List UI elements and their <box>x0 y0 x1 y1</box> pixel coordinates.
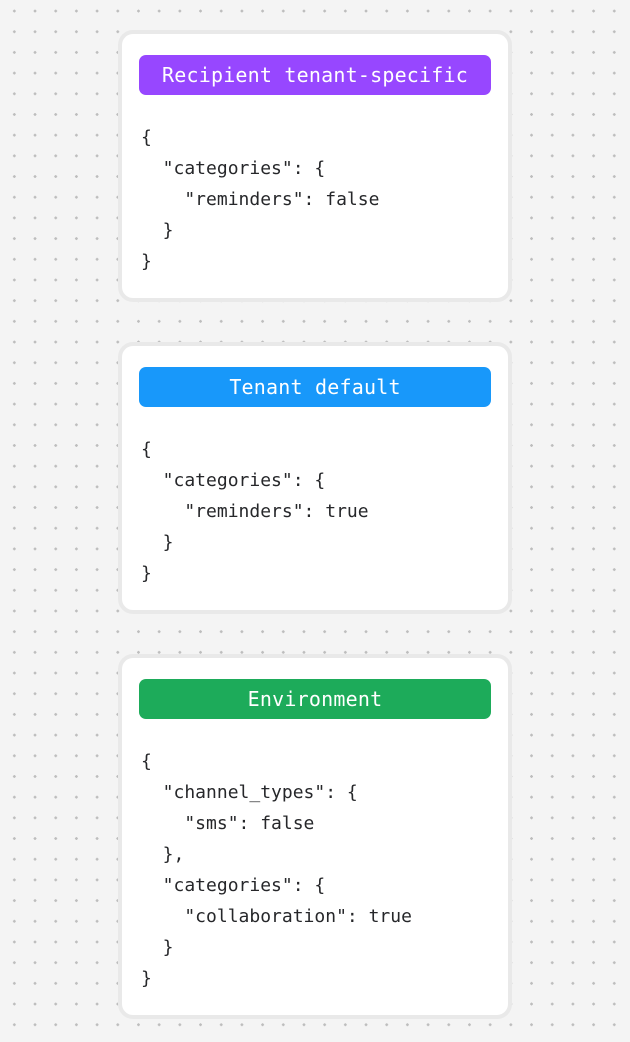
code-line: "categories": { <box>141 158 326 179</box>
json-code-block: { "categories": { "reminders": true } } <box>139 434 491 589</box>
code-line: } <box>141 532 174 553</box>
code-line: "reminders": true <box>141 501 369 522</box>
code-line: } <box>141 968 152 989</box>
badge-tenant-default: Tenant default <box>139 367 491 407</box>
code-line: "collaboration": true <box>141 906 412 927</box>
json-code-block: { "categories": { "reminders": false } } <box>139 122 491 277</box>
code-line: } <box>141 563 152 584</box>
card-recipient-tenant-specific: Recipient tenant-specific { "categories"… <box>118 30 512 302</box>
code-line: { <box>141 127 152 148</box>
card-tenant-default: Tenant default { "categories": { "remind… <box>118 342 512 614</box>
code-line: { <box>141 751 152 772</box>
json-code-block: { "channel_types": { "sms": false }, "ca… <box>139 746 491 994</box>
code-line: { <box>141 439 152 460</box>
badge-environment: Environment <box>139 679 491 719</box>
code-line: "sms": false <box>141 813 315 834</box>
code-line: } <box>141 220 174 241</box>
code-line: "channel_types": { <box>141 782 358 803</box>
card-environment: Environment { "channel_types": { "sms": … <box>118 654 512 1019</box>
code-line: } <box>141 251 152 272</box>
badge-recipient-tenant-specific: Recipient tenant-specific <box>139 55 491 95</box>
code-line: }, <box>141 844 185 865</box>
code-line: "reminders": false <box>141 189 380 210</box>
code-line: "categories": { <box>141 875 326 896</box>
code-line: } <box>141 937 174 958</box>
code-line: "categories": { <box>141 470 326 491</box>
